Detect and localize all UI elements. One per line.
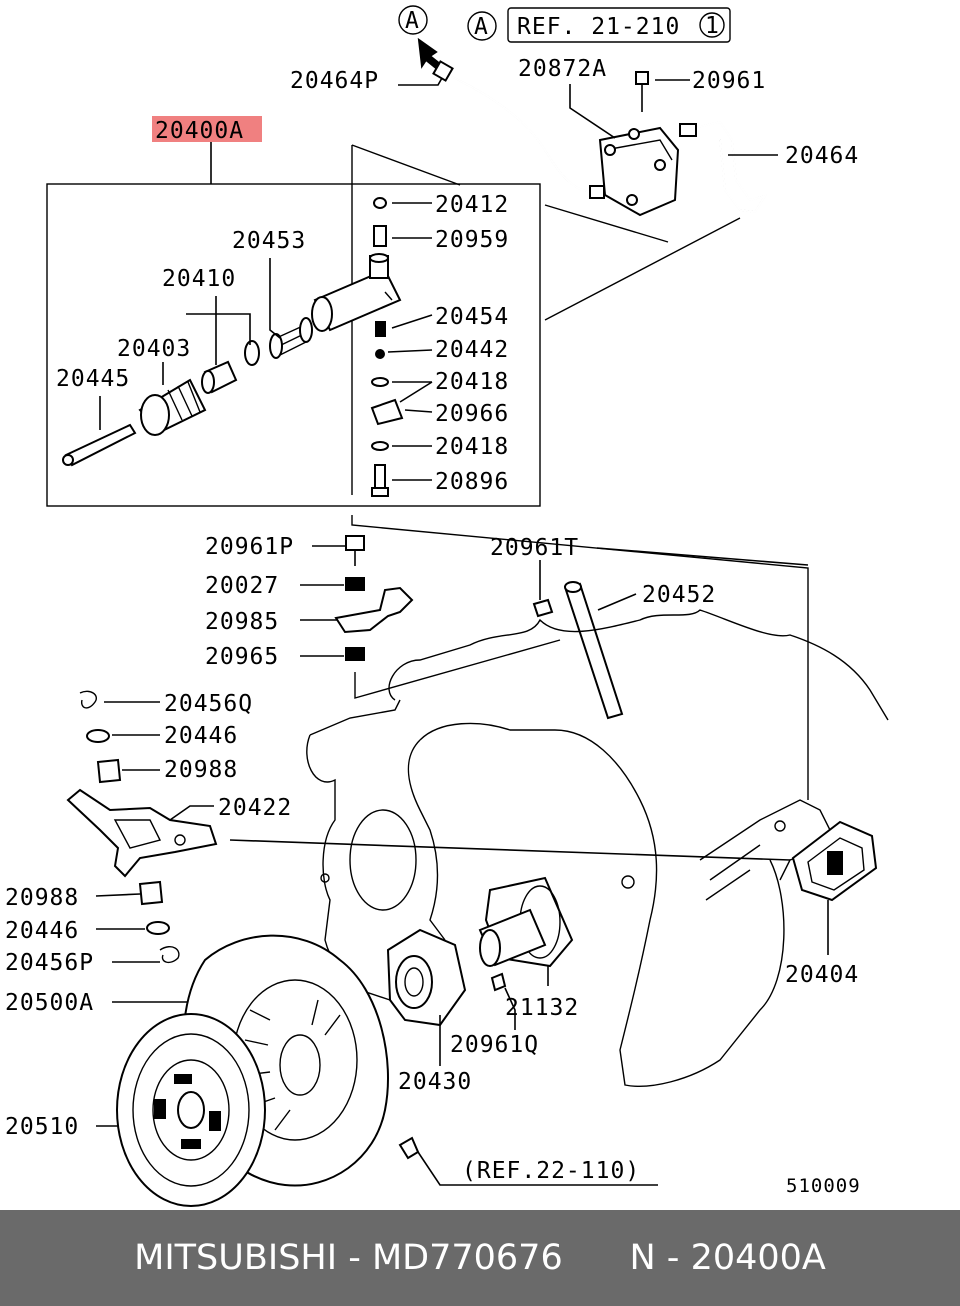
bracket-20985 (334, 586, 414, 634)
footer-brand: MITSUBISHI (134, 1238, 338, 1278)
label-20400A: 20400A (155, 118, 244, 144)
cap-20412 (373, 197, 387, 209)
label-20965: 20965 (205, 644, 279, 670)
spring-20456P (159, 946, 180, 964)
footer-separator-1: - (337, 1238, 372, 1278)
label-20985: 20985 (205, 609, 279, 635)
bolt-20961P (345, 535, 365, 551)
ref-box (507, 7, 731, 43)
footer-ref-part: 20400A (690, 1238, 826, 1278)
cup (244, 340, 260, 366)
label-20403: 20403 (117, 336, 191, 362)
label-20456Q: 20456Q (164, 691, 253, 717)
clutch-release-cylinder-kit (62, 197, 404, 497)
pushrod-20445 (64, 423, 137, 467)
label-20896: 20896 (435, 469, 509, 495)
ref-marker-circle (398, 5, 428, 35)
footer-n-label: N (629, 1238, 656, 1278)
ref-index-circle (699, 12, 725, 38)
label-20464P: 20464P (290, 68, 379, 94)
label-20410: 20410 (162, 266, 236, 292)
label-20027: 20027 (205, 573, 279, 599)
spring-20456Q (79, 690, 97, 709)
label-20500A: 20500A (5, 990, 94, 1016)
pipe-fitting (432, 60, 454, 82)
nut-20027 (345, 577, 365, 591)
kit-box (46, 183, 541, 507)
label-20961: 20961 (692, 68, 766, 94)
part-labels: 20464P 20872A 20961 20464 20412 20453 20… (5, 56, 861, 1197)
footer-gap (563, 1238, 630, 1278)
ref-text: REF. 21-210 (517, 14, 680, 40)
label-20442: 20442 (435, 337, 509, 363)
label-20453: 20453 (232, 228, 306, 254)
release-fork-parts (66, 690, 218, 964)
label-20446b: 20446 (5, 918, 79, 944)
washer-20446a (86, 729, 110, 743)
label-20961P: 20961P (205, 534, 294, 560)
fork-20422 (66, 788, 218, 878)
label-20510: 20510 (5, 1114, 79, 1140)
union-20966 (370, 398, 404, 426)
washer-20446b (146, 921, 170, 935)
bushing-20988a (96, 758, 122, 784)
leader-lines (95, 77, 829, 1186)
part-20454 (375, 321, 386, 337)
bracket-20872A (598, 126, 680, 217)
label-20961T: 20961T (490, 535, 579, 561)
gasket-20418b (371, 441, 389, 451)
label-20412: 20412 (435, 192, 509, 218)
direction-arrow-icon (417, 37, 442, 70)
label-20418b: 20418 (435, 434, 509, 460)
footer-bar: MITSUBISHI - MD770676 N - 20400A (0, 1210, 960, 1306)
highlight-box (152, 116, 262, 142)
label-20966: 20966 (435, 401, 509, 427)
footer-separator-2: - (655, 1238, 691, 1278)
ref-marker-text: A (405, 8, 420, 34)
label-20430: 20430 (398, 1069, 472, 1095)
bleeder-20959 (373, 225, 387, 247)
ball-20442 (375, 349, 385, 359)
label-20872A: 20872A (518, 56, 607, 82)
ref-marker-text-2: A (474, 14, 489, 40)
hydraulic-pipe-assembly (432, 60, 768, 217)
label-20988a: 20988 (164, 757, 238, 783)
boot-20403 (140, 394, 170, 436)
bushing-20988b (138, 880, 164, 906)
label-ref-22-110: (REF.22-110) (462, 1158, 640, 1184)
nut-20965 (345, 647, 365, 661)
mounting-hardware (334, 535, 624, 720)
ref-marker-circle-2 (467, 11, 497, 41)
gasket-20418a (371, 377, 389, 387)
bolt-20961T (532, 598, 554, 618)
label-20422: 20422 (218, 795, 292, 821)
label-20988b: 20988 (5, 885, 79, 911)
label-20452: 20452 (642, 582, 716, 608)
parts-diagram: A A REF. 21-210 1 20400A (5, 5, 889, 1207)
bolt-20961Q (490, 972, 507, 992)
kit-frame: 20400A (46, 116, 809, 800)
pin-ref-22-110 (398, 1136, 420, 1160)
label-20464: 20464 (785, 143, 859, 169)
release-bearing-parts (386, 876, 574, 1027)
diagram-id: 510009 (786, 1175, 861, 1197)
label-20959: 20959 (435, 227, 509, 253)
label-20446a: 20446 (164, 723, 238, 749)
label-20418a: 20418 (435, 369, 509, 395)
label-20445: 20445 (56, 366, 130, 392)
clutch-cover-disc (116, 934, 420, 1207)
label-20404: 20404 (785, 962, 859, 988)
label-21132: 21132 (505, 995, 579, 1021)
footer-part-number: MD770676 (371, 1238, 563, 1278)
reference-header: A A REF. 21-210 1 (398, 5, 731, 70)
label-20454: 20454 (435, 304, 509, 330)
ref-index: 1 (705, 13, 720, 39)
label-20456P: 20456P (5, 950, 94, 976)
label-20961Q: 20961Q (450, 1032, 539, 1058)
